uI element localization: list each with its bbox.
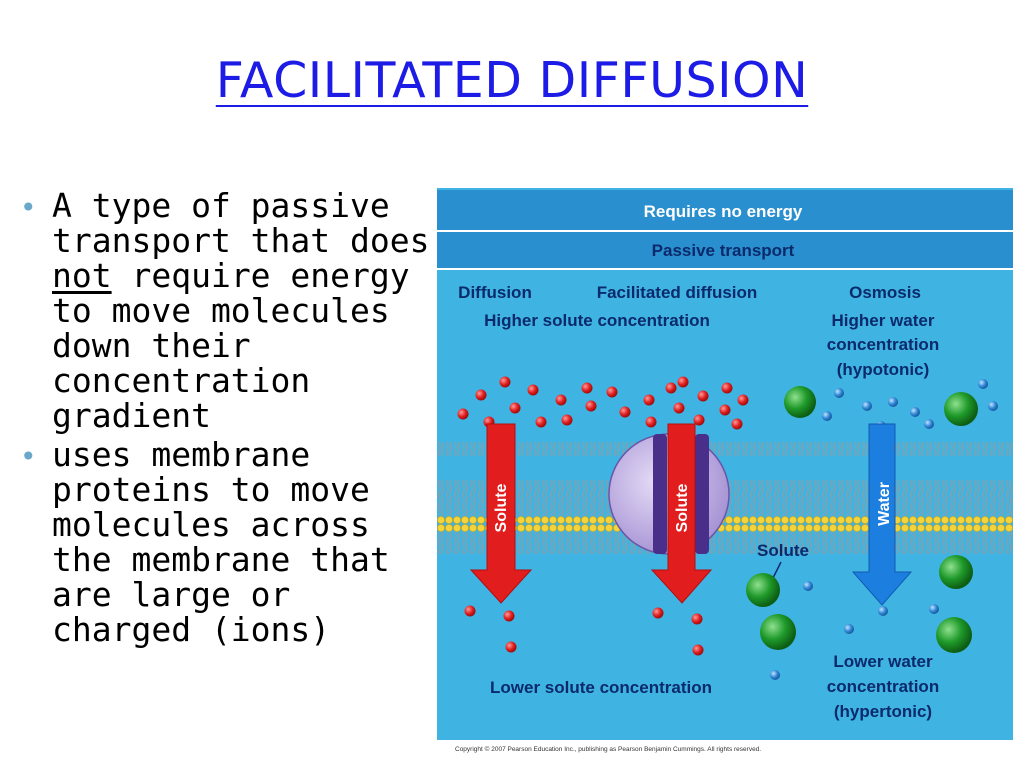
banner-top-label: Requires no energy	[644, 202, 803, 221]
solute-dot	[719, 404, 731, 416]
facilitated-solute-arrow	[650, 423, 713, 604]
solute-dot	[643, 394, 655, 406]
solute-dot	[619, 406, 631, 418]
banner-text-group: Requires no energy Passive transport	[644, 202, 803, 260]
facilitated-arrow-label: Solute	[674, 483, 691, 532]
solute-dot	[721, 382, 733, 394]
lower-water-line-2: concentration	[827, 677, 939, 696]
diffusion-arrow-label: Solute	[493, 483, 510, 532]
higher-water-line-2: concentration	[827, 335, 939, 354]
bullet-icon: •	[20, 191, 37, 224]
passive-transport-diagram: Requires no energy Passive transport Dif…	[437, 188, 1013, 758]
solute-dot	[737, 394, 749, 406]
green-solute-ball	[939, 555, 973, 589]
diffusion-solute-arrow	[469, 423, 533, 604]
header-diffusion: Diffusion	[458, 283, 532, 302]
banner-passive-transport	[437, 232, 1013, 268]
green-solute-ball	[760, 614, 796, 650]
channel-protein-left-wall	[653, 434, 667, 554]
lower-water-line-3: (hypertonic)	[834, 702, 932, 721]
banner-second-label: Passive transport	[652, 241, 795, 260]
solute-molecules-high	[457, 376, 749, 430]
solute-dot	[665, 382, 677, 394]
water-dot	[844, 624, 854, 634]
solute-dot	[527, 384, 539, 396]
column-headers: Diffusion Facilitated diffusion Osmosis …	[458, 283, 939, 379]
lower-water-line-1: Lower water	[833, 652, 933, 671]
water-dot	[924, 419, 934, 429]
water-dot	[878, 606, 888, 616]
solute-dot	[585, 400, 597, 412]
solute-dot	[645, 416, 657, 428]
channel-protein-right-wall	[695, 434, 709, 554]
water-dot	[770, 670, 780, 680]
solute-dot	[509, 402, 521, 414]
water-dot	[988, 401, 998, 411]
header-facilitated-diffusion: Facilitated diffusion	[597, 283, 758, 302]
header-osmosis: Osmosis	[849, 283, 921, 302]
copyright-text: Copyright © 2007 Pearson Education Inc.,…	[455, 745, 761, 753]
solute-callout-pointer	[772, 561, 782, 579]
water-dot	[822, 411, 832, 421]
green-solute-ball	[936, 617, 972, 653]
solute-molecules-low	[464, 605, 704, 656]
green-solute-ball	[784, 386, 816, 418]
solute-callout-label: Solute	[757, 541, 809, 560]
solute-dot	[505, 641, 517, 653]
solute-dot	[652, 607, 664, 619]
bullet-1-text-before: A type of passive transport that does	[52, 186, 430, 260]
solute-dot	[693, 414, 705, 426]
water-dot	[888, 397, 898, 407]
water-dot	[862, 401, 872, 411]
lower-solute-label: Lower solute concentration	[490, 678, 712, 697]
osmosis-molecules-low	[746, 555, 973, 680]
slide-title-wrap: FACILITATED DIFFUSION	[0, 52, 1024, 109]
slide-title: FACILITATED DIFFUSION	[215, 52, 809, 109]
banner-requires-no-energy	[437, 190, 1013, 230]
higher-water-line-1: Higher water	[832, 311, 935, 330]
solute-dot	[691, 613, 703, 625]
solute-dot	[677, 376, 689, 388]
solute-dot	[464, 605, 476, 617]
solute-dot	[555, 394, 567, 406]
higher-water-line-3: (hypotonic)	[837, 360, 930, 379]
water-dot	[910, 407, 920, 417]
solute-dot	[561, 414, 573, 426]
osmosis-molecules-high	[784, 379, 998, 431]
copyright-strip	[437, 740, 1013, 758]
solute-dot	[697, 390, 709, 402]
solute-dot	[503, 610, 515, 622]
solute-dot	[499, 376, 511, 388]
solute-dot	[457, 408, 469, 420]
bullet-2-text: uses membrane proteins to move molecules…	[52, 435, 390, 649]
solute-dot	[731, 418, 743, 430]
green-solute-ball	[944, 392, 978, 426]
solute-dot	[535, 416, 547, 428]
bullet-icon: •	[20, 440, 37, 473]
water-arrow-label: Water	[876, 482, 893, 526]
solute-dot	[475, 389, 487, 401]
green-solute-ball	[746, 573, 780, 607]
bullet-item-membrane-proteins: • uses membrane proteins to move molecule…	[14, 437, 434, 647]
solute-dot	[606, 386, 618, 398]
solute-dot	[581, 382, 593, 394]
osmosis-water-arrow	[851, 423, 913, 606]
bullet-1-emphasis: not	[52, 256, 112, 295]
bullet-list: • A type of passive transport that does n…	[14, 188, 434, 651]
water-dot	[834, 388, 844, 398]
bottom-labels: Lower solute concentration Lower water c…	[490, 652, 939, 721]
water-dot	[978, 379, 988, 389]
bullet-1-text-after: require energy to move molecules down th…	[52, 256, 410, 435]
water-dot	[803, 581, 813, 591]
solute-dot	[673, 402, 685, 414]
bullet-item-passive-transport: • A type of passive transport that does n…	[14, 188, 434, 433]
passive-transport-figure: Requires no energy Passive transport Dif…	[437, 188, 1013, 758]
solute-dot	[692, 644, 704, 656]
water-dot	[929, 604, 939, 614]
higher-solute-label: Higher solute concentration	[484, 311, 710, 330]
